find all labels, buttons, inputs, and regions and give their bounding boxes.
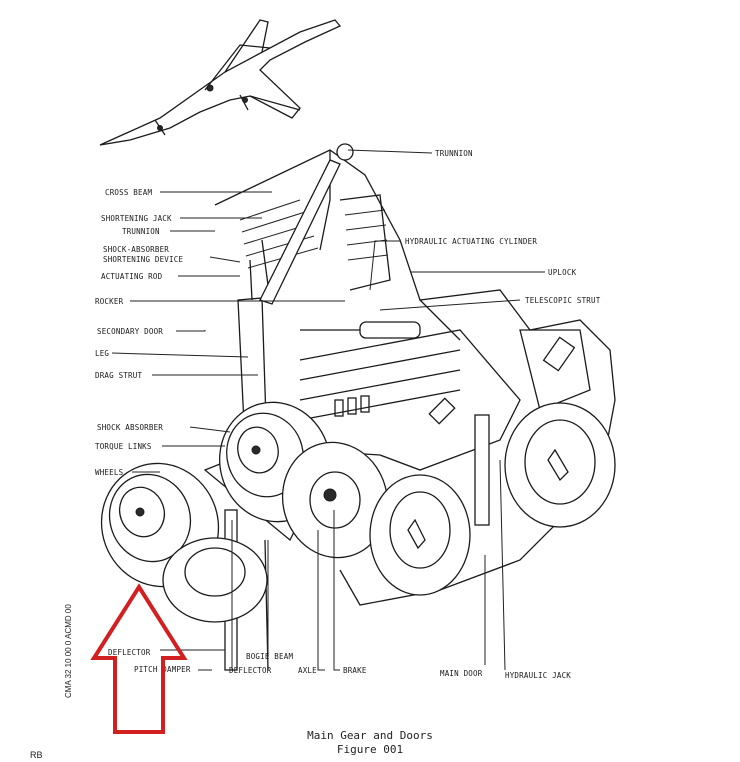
leader-lines: [111, 149, 545, 671]
label-shortening-jack: SHORTENING JACK: [101, 214, 172, 223]
label-wheels: WHEELS: [95, 468, 124, 477]
label-main-door: MAIN DOOR: [440, 669, 483, 678]
label-uplock: UPLOCK: [548, 268, 577, 277]
label-trunnion-top: TRUNNION: [435, 149, 473, 158]
label-telescopic-strut: TELESCOPIC STRUT: [525, 296, 601, 305]
label-deflector-bottom: DEFLECTOR: [229, 666, 272, 675]
label-drag-strut: DRAG STRUT: [95, 371, 142, 380]
label-hydraulic-jack: HYDRAULIC JACK: [505, 671, 571, 680]
aircraft-silhouette: [99, 19, 342, 146]
label-rocker: ROCKER: [95, 297, 124, 306]
label-deflector-left: DEFLECTOR: [108, 648, 151, 657]
label-axle: AXLE: [298, 666, 317, 675]
document-reference-side-text: CMA 32 10 00 0 ACMD 00: [64, 604, 73, 698]
label-shock-absorber: SHOCK ABSORBER: [97, 423, 163, 432]
label-bogie-beam: BOGIE BEAM: [246, 652, 293, 661]
label-shock-absorber-shortening-2: SHORTENING DEVICE: [103, 255, 183, 264]
label-torque-links: TORQUE LINKS: [95, 442, 152, 451]
label-brake: BRAKE: [343, 666, 367, 675]
gear-leg: [203, 143, 490, 671]
wheels: [100, 401, 616, 623]
figure-title: Main Gear and Doors: [307, 729, 433, 742]
corner-initials: RB: [30, 750, 43, 760]
label-cross-beam: CROSS BEAM: [105, 188, 152, 197]
figure-number: Figure 001: [336, 743, 404, 756]
label-actuating-rod: ACTUATING ROD: [101, 272, 163, 281]
label-shock-absorber-shortening-1: SHOCK-ABSORBER: [103, 245, 169, 254]
label-secondary-door: SECONDARY DOOR: [97, 327, 163, 336]
fuselage-structure: [214, 149, 616, 606]
label-trunnion-left: TRUNNION: [122, 227, 160, 236]
red-arrow-annotation: [90, 583, 188, 734]
label-leg: LEG: [95, 349, 109, 358]
label-hydraulic-actuating-cylinder: HYDRAULIC ACTUATING CYLINDER: [405, 237, 537, 246]
